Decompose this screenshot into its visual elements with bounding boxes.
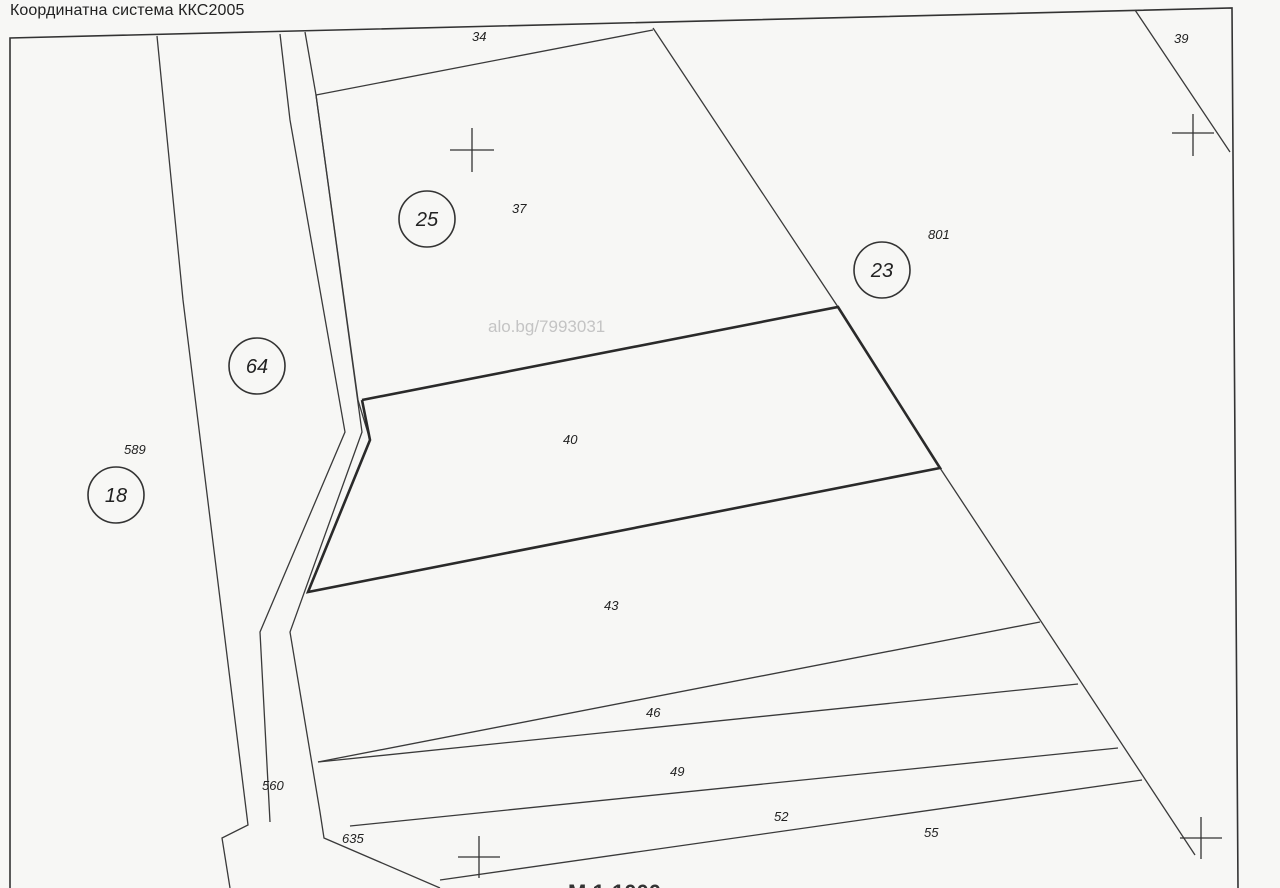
parcel-label-589: 589 [124, 442, 146, 457]
coordinate-system-title: Координатна система ККС2005 [10, 2, 245, 19]
boundary-diagonal [652, 27, 839, 308]
parcel-label-635: 635 [342, 831, 364, 846]
circle-label-64: 64 [246, 356, 268, 378]
boundary-43-46 [317, 621, 1041, 763]
boundary-52-55 [439, 779, 1143, 881]
scale-label: M 1:1000 [568, 880, 661, 888]
parcel-label-801: 801 [928, 227, 950, 242]
boundary-46-49 [317, 683, 1079, 763]
parcel-label-49: 49 [670, 764, 684, 779]
parcel-label-37: 37 [512, 201, 527, 216]
grid-cross-1 [450, 128, 494, 172]
boundary-34 [315, 29, 654, 96]
boundary-39 [1134, 9, 1231, 153]
parcel-label-52: 52 [774, 809, 789, 824]
boundary-diagonal-lower [939, 467, 1196, 856]
parcel-label-34: 34 [472, 29, 486, 44]
road-right-edge [259, 33, 346, 823]
circle-label-25: 25 [415, 209, 439, 231]
parcel-label-43: 43 [604, 598, 619, 613]
boundary-49-52 [349, 747, 1119, 827]
grid-cross-2 [1172, 114, 1214, 156]
parcel-label-46: 46 [646, 705, 661, 720]
parcel-label-55: 55 [924, 825, 939, 840]
circle-64 [228, 337, 286, 395]
circle-25 [398, 190, 456, 248]
parcel-label-39: 39 [1174, 31, 1188, 46]
parcel-label-40: 40 [563, 432, 578, 447]
map-frame [9, 7, 1239, 888]
strip-left-edge [289, 31, 441, 888]
grid-cross-4 [1180, 817, 1222, 859]
parcel-label-560: 560 [262, 778, 284, 793]
circle-label-18: 18 [105, 485, 127, 507]
circle-23 [853, 241, 911, 299]
circle-18 [87, 466, 145, 524]
watermark-text: alo.bg/7993031 [488, 317, 605, 336]
parcel-40-outline [305, 305, 943, 594]
grid-cross-3 [458, 836, 500, 878]
road-left-edge [156, 35, 249, 888]
circle-label-23: 23 [870, 260, 893, 282]
